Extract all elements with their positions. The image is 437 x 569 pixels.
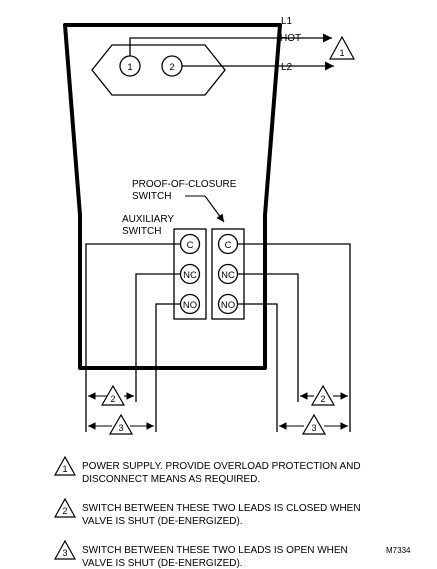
label-aux-switch: SWITCH: [122, 226, 161, 237]
note-2-marker-icon: 2: [53, 497, 77, 518]
label-l2: L2: [281, 62, 293, 73]
wire-l1-hot: [129, 37, 307, 56]
note-3-line-2: VALVE IS SHUT (DE-ENERGIZED).: [82, 558, 243, 569]
drawing-code: M7334: [386, 546, 411, 555]
callout-1-icon: 1: [328, 35, 356, 60]
note-1-line-2: DISCONNECT MEANS AS REQUIRED.: [82, 474, 260, 485]
aux-terminal-nc: NC: [179, 263, 201, 285]
svg-text:C: C: [187, 240, 194, 251]
svg-text:NO: NO: [221, 300, 235, 311]
svg-text:2: 2: [62, 506, 67, 516]
proof-terminal-no: NO: [217, 293, 239, 315]
label-hot: HOT: [280, 33, 301, 44]
proof-terminal-nc: NC: [217, 263, 239, 285]
note-1-line-1: POWER SUPPLY. PROVIDE OVERLOAD PROTECTIO…: [82, 461, 361, 472]
label-proof-switch: SWITCH: [132, 191, 171, 202]
terminal-block: [91, 44, 226, 96]
lead-wires: [85, 243, 351, 432]
note-1: 1 POWER SUPPLY. PROVIDE OVERLOAD PROTECT…: [53, 455, 361, 485]
note-3: 3 SWITCH BETWEEN THESE TWO LEADS IS OPEN…: [53, 539, 348, 569]
pointer-proof-switch-arrow: [204, 195, 225, 223]
note-3-marker-icon: 3: [53, 539, 77, 560]
note-2-line-1: SWITCH BETWEEN THESE TWO LEADS IS CLOSED…: [82, 503, 361, 514]
svg-text:3: 3: [311, 423, 316, 433]
svg-text:1: 1: [127, 62, 132, 73]
svg-text:2: 2: [169, 62, 174, 73]
aux-terminal-c: C: [179, 233, 201, 255]
note-3-line-1: SWITCH BETWEEN THESE TWO LEADS IS OPEN W…: [82, 545, 348, 556]
note-2: 2 SWITCH BETWEEN THESE TWO LEADS IS CLOS…: [53, 497, 361, 527]
callout-2-right-icon: 2: [310, 384, 336, 406]
svg-text:C: C: [225, 240, 232, 251]
svg-text:3: 3: [62, 548, 67, 558]
terminal-1: 1: [119, 55, 141, 77]
svg-text:NC: NC: [221, 270, 235, 281]
note-1-marker-icon: 1: [53, 455, 77, 476]
note-2-line-2: VALVE IS SHUT (DE-ENERGIZED).: [82, 516, 243, 527]
proof-terminal-c: C: [217, 233, 239, 255]
svg-text:NO: NO: [183, 300, 197, 311]
svg-text:1: 1: [62, 464, 67, 474]
terminal-2: 2: [161, 55, 183, 77]
svg-text:2: 2: [110, 394, 115, 404]
callout-3-left-icon: 3: [108, 413, 134, 435]
svg-text:3: 3: [118, 423, 123, 433]
svg-text:1: 1: [339, 48, 344, 58]
callout-3-right-icon: 3: [301, 413, 327, 435]
callout-2-left-icon: 2: [100, 384, 126, 406]
svg-text:NC: NC: [183, 270, 197, 281]
aux-terminal-no: NO: [179, 293, 201, 315]
actuator-housing: [63, 23, 282, 370]
label-auxiliary: AUXILIARY: [122, 214, 174, 225]
label-l1: L1: [281, 16, 293, 27]
svg-text:2: 2: [320, 394, 325, 404]
label-proof-of-closure: PROOF-OF-CLOSURE: [132, 179, 237, 190]
